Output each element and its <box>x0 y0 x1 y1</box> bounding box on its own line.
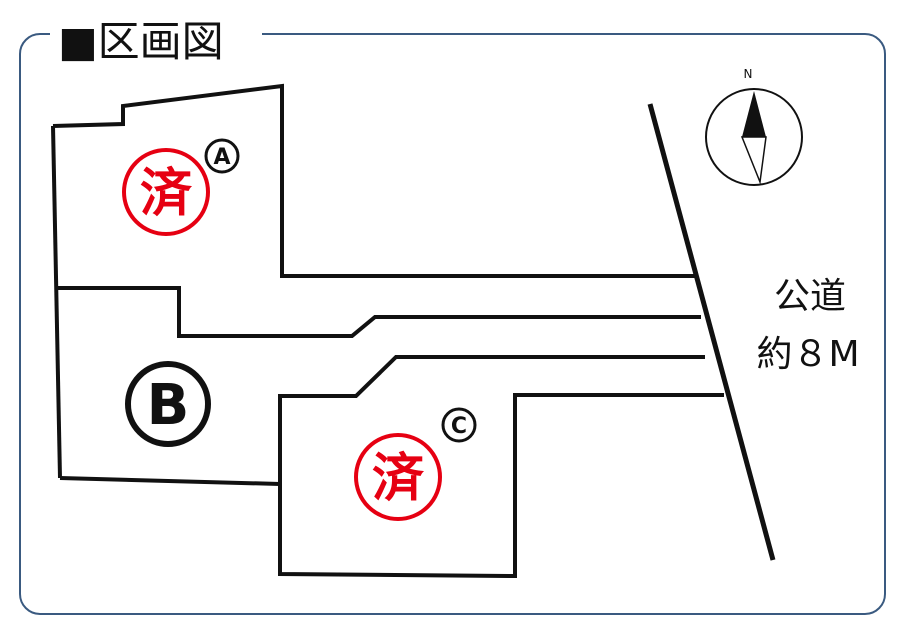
lot-c-label: C <box>441 407 477 443</box>
road-label-line1: 公道 <box>774 276 846 317</box>
lot-b-label-circle <box>125 361 211 447</box>
diagram-frame <box>19 33 886 615</box>
road-label-line2: 約８M <box>756 334 859 375</box>
lot-a-letter: A <box>213 145 230 170</box>
lot-b-letter: B <box>147 373 190 438</box>
compass-needle-south <box>740 136 767 185</box>
lot-left-boundary <box>51 125 62 479</box>
lot-b-bottom-boundary <box>59 476 281 486</box>
lot-c-letter: C <box>451 414 467 439</box>
lot-a-stamp-text: 済 <box>140 164 193 224</box>
lot-c-outline <box>278 355 724 579</box>
lot-a-b-boundary <box>58 286 701 338</box>
lot-a-outline <box>52 83 697 278</box>
title-background <box>50 10 262 60</box>
lot-c-label-circle <box>441 407 477 443</box>
diagram-title: ■区画図 <box>58 17 224 66</box>
road-edge-line <box>647 103 776 561</box>
compass-circle <box>705 88 803 186</box>
lot-a-sold-stamp: 済 <box>122 148 210 236</box>
lot-b-label: B <box>125 361 211 447</box>
lot-c-sold-stamp: 済 <box>354 433 442 521</box>
lot-a-label: A <box>204 138 240 174</box>
compass-needle-north <box>742 91 766 137</box>
compass-north-label: N <box>744 67 753 81</box>
lot-a-label-circle <box>204 138 240 174</box>
lot-c-stamp-text: 済 <box>372 449 425 509</box>
lot-c-stamp-circle <box>354 433 442 521</box>
lot-a-stamp-circle <box>122 148 210 236</box>
compass-icon: N <box>705 67 803 186</box>
